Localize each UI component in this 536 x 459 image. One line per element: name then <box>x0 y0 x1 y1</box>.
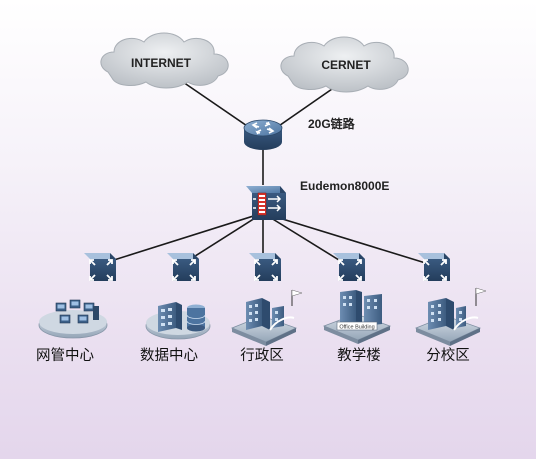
node-management-center: 网管中心 <box>36 299 108 364</box>
cloud-icon <box>100 32 229 89</box>
cloud-internet: INTERNET <box>100 32 229 89</box>
switch-icon <box>167 253 199 281</box>
switch-icon <box>333 253 365 281</box>
node-label-admin-area: 行政区 <box>240 347 284 364</box>
admin-campus-icon <box>230 289 303 346</box>
link-firewall-switch-4 <box>262 212 348 266</box>
switch-icon <box>418 253 450 281</box>
switch-icon <box>84 253 116 281</box>
access-switch-1 <box>84 253 116 281</box>
link-internet-router <box>179 79 254 131</box>
link-firewall-switch-1 <box>97 212 264 266</box>
building-sign-text: Office Building <box>339 325 374 331</box>
node-admin-area: 行政区 <box>230 289 303 364</box>
node-branch-campus: 分校区 <box>414 287 487 364</box>
cloud-icon <box>280 36 409 93</box>
switch-icon <box>249 253 281 281</box>
connection-lines <box>97 79 433 266</box>
cloud-label-internet: INTERNET <box>131 56 192 70</box>
firewall-icon <box>246 186 286 220</box>
firewall-eudemon: Eudemon8000E <box>246 179 389 220</box>
node-label-teaching-building: 教学楼 <box>337 347 381 364</box>
node-label-data-center: 数据中心 <box>140 347 198 364</box>
access-switch-5 <box>418 253 450 281</box>
cloud-cernet: CERNET <box>280 36 409 93</box>
access-switch-3 <box>249 253 281 281</box>
link-firewall-switch-5 <box>262 212 433 266</box>
router-icon <box>243 119 283 150</box>
access-switches <box>84 253 450 281</box>
node-label-management-center: 网管中心 <box>36 347 94 364</box>
access-switch-2 <box>167 253 199 281</box>
access-switch-4 <box>333 253 365 281</box>
node-data-center: 数据中心 <box>140 302 211 364</box>
data-center-icon <box>145 302 211 340</box>
firewall-label: Eudemon8000E <box>300 179 389 193</box>
core-router: 20G链路 <box>243 116 356 150</box>
router-link-label: 20G链路 <box>308 116 356 131</box>
teaching-building-icon: Office Building <box>322 290 392 344</box>
building-sign <box>336 321 378 331</box>
cloud-label-cernet: CERNET <box>321 58 371 72</box>
branch-campus-icon <box>414 287 487 346</box>
management-center-icon <box>38 299 108 339</box>
node-label-branch-campus: 分校区 <box>426 347 470 364</box>
node-teaching-building: Office Building 教学楼 <box>322 290 392 364</box>
